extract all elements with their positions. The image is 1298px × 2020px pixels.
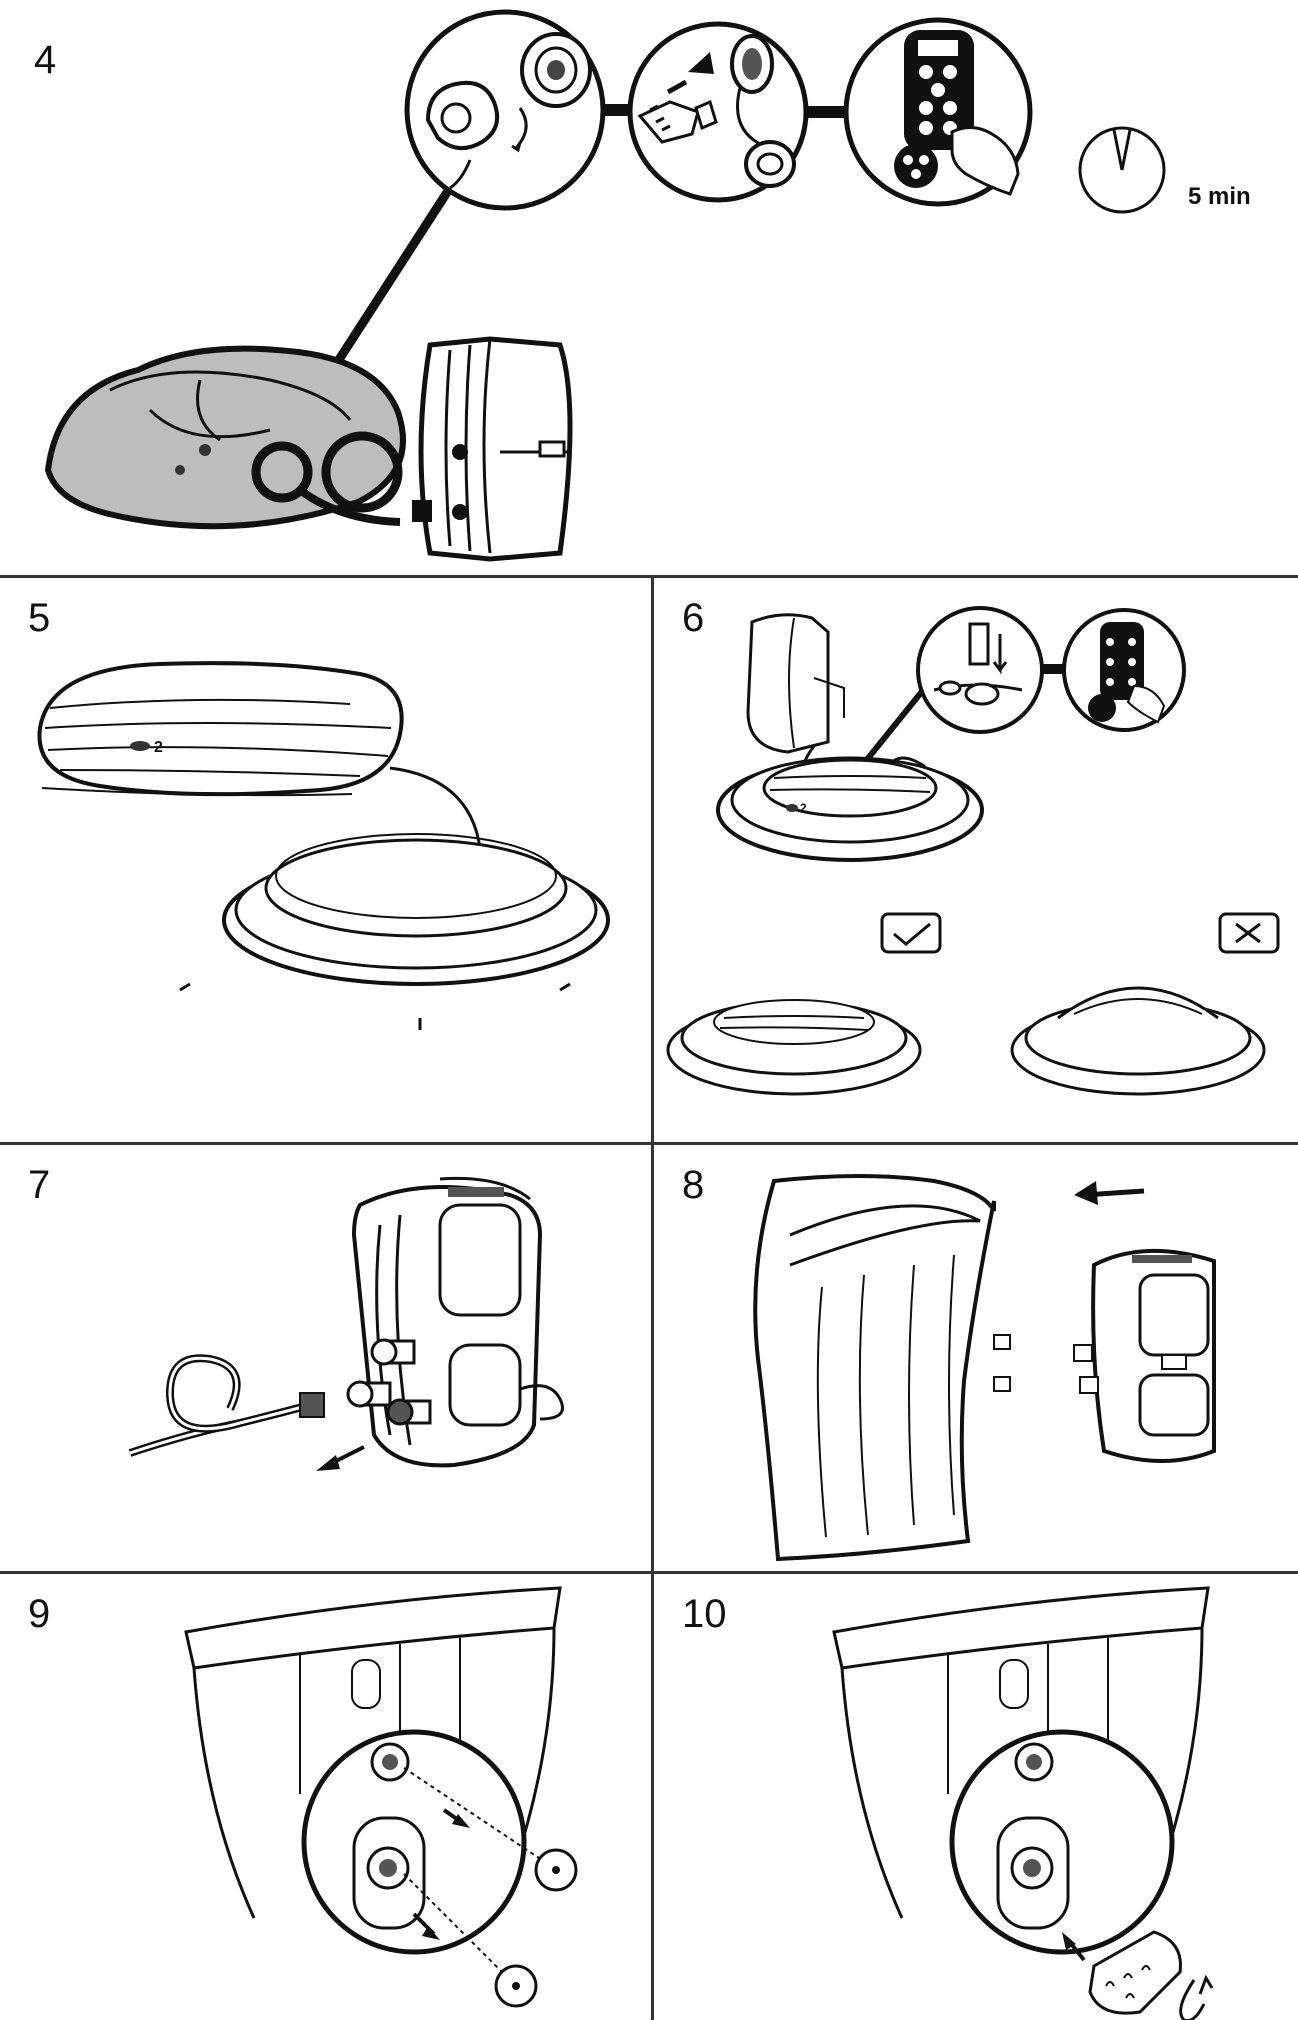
spa-base-inflated: 2 (716, 756, 984, 862)
filter-cartridge (1088, 1930, 1214, 2020)
jet-plug-1 (534, 1848, 578, 1892)
control-panel-zoom (1062, 608, 1186, 732)
step-number: 10 (682, 1592, 727, 1636)
jet-plug-2 (494, 1964, 538, 2008)
step-4-illustration: 5 min (44, 9, 1251, 562)
deflated-spa (44, 345, 406, 530)
step-5-illustration: 2 (37, 661, 610, 1030)
spa-wall-section (832, 1586, 1210, 1919)
control-panel-zoom (843, 17, 1033, 207)
pump-unit (1073, 1249, 1216, 1463)
step-10-illustration (832, 1586, 1214, 2020)
step-number: 9 (28, 1592, 51, 1636)
divider-vertical (651, 577, 654, 2020)
inflation-adapter-zoom (627, 21, 809, 203)
step-5-panel: 5 2 (0, 578, 651, 1142)
step-9-panel: 9 (0, 1574, 651, 2020)
divider-horizontal-2 (0, 1142, 1298, 1145)
step-number: 6 (682, 596, 705, 640)
spa-base-ring (179, 833, 610, 1030)
timer-label: 5 min (1188, 183, 1251, 210)
divider-horizontal-1 (0, 575, 1298, 578)
step-6-illustration: 2 (666, 606, 1280, 1096)
correct-check-icon (880, 912, 942, 954)
spa-wall (753, 1174, 1011, 1562)
valve-cap-zoom (404, 9, 606, 211)
valve-label: 2 (800, 801, 807, 815)
divider-horizontal-3 (0, 1571, 1298, 1574)
hose (128, 1354, 325, 1457)
step-6-panel: 6 (654, 578, 1298, 1142)
valve-label: 2 (154, 739, 163, 756)
step-number: 5 (28, 596, 51, 640)
step-8-illustration (753, 1174, 1216, 1562)
step-number: 7 (28, 1163, 51, 1207)
incorrect-x-icon (1218, 912, 1280, 954)
pump-unit (746, 613, 845, 754)
pump-unit (412, 336, 573, 562)
step-10-panel: 10 (654, 1574, 1298, 2020)
pump-unit (351, 1176, 543, 1468)
step-7-panel: 7 (0, 1145, 651, 1571)
incorrect-floor-example (1010, 986, 1266, 1096)
jet-fittings-zoom (301, 1729, 555, 1985)
valve-zoom (916, 606, 1044, 734)
timer-clock-icon (1078, 126, 1166, 214)
jet-fittings-zoom (949, 1729, 1175, 1962)
step-9-illustration (184, 1586, 578, 2008)
inflatable-floor-pad: 2 (37, 661, 404, 797)
step-4-panel: 4 (0, 0, 1298, 575)
hose-coils (251, 431, 403, 526)
correct-floor-example (666, 999, 922, 1096)
pump-ports (346, 1338, 432, 1426)
step-8-panel: 8 (654, 1145, 1298, 1571)
step-number: 8 (682, 1163, 705, 1207)
step-7-illustration (128, 1176, 564, 1471)
step-number: 4 (34, 38, 57, 82)
